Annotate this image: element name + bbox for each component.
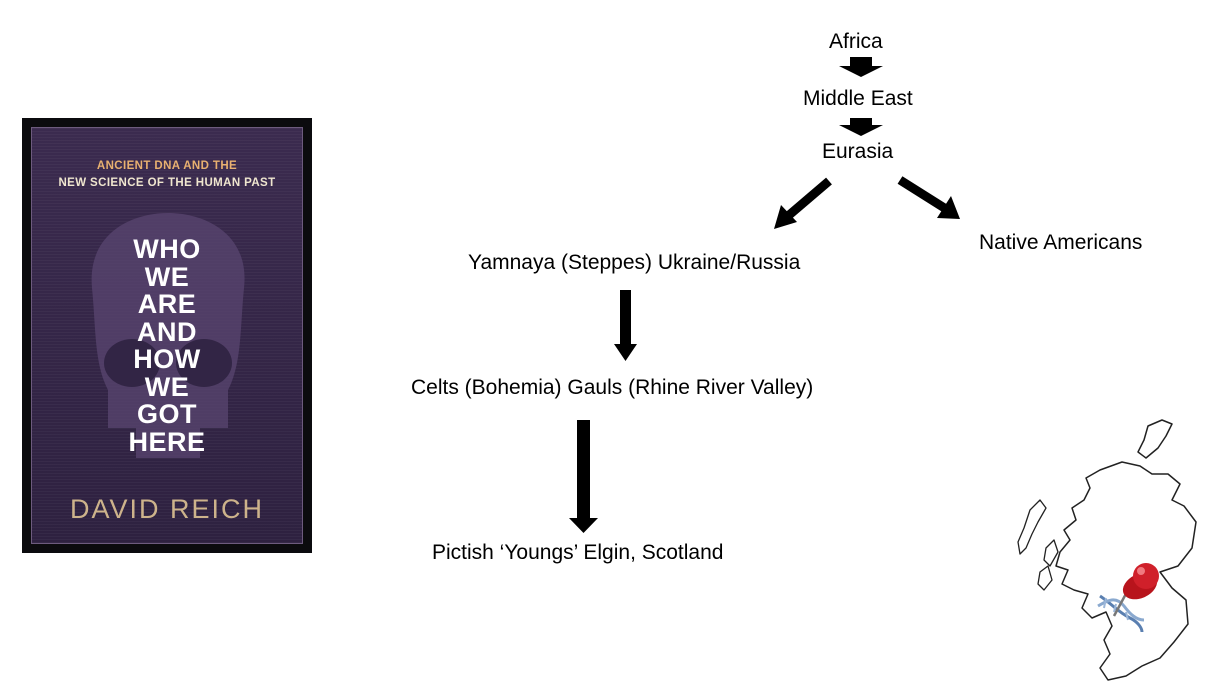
arrow-middle-east-eurasia [839,118,883,136]
book-title-line: GOT [137,399,197,429]
map-pin-icon [1112,563,1159,617]
dna-icon [1097,594,1145,633]
node-middle-east: Middle East [803,87,913,110]
node-africa: Africa [829,30,883,53]
arrow-africa-middle-east [839,57,883,77]
scotland-west-isles [1017,499,1059,591]
arrow-celts-pictish [569,420,598,533]
book-title-line: WHO [133,234,201,264]
book-cover-inner: ANCIENT DNA AND THE NEW SCIENCE OF THE H… [31,127,303,544]
book-subtitle: ANCIENT DNA AND THE NEW SCIENCE OF THE H… [32,158,302,192]
arrow-eurasia-yamnaya [774,177,832,229]
book-subtitle-line1: ANCIENT DNA AND THE [96,160,238,172]
book-title-line: HERE [128,426,206,457]
book-title-line: AND [137,316,197,347]
book-author: DAVID REICH [69,494,265,524]
node-celts-gauls: Celts (Bohemia) Gauls (Rhine River Valle… [411,376,814,399]
book-title-line: ARE [137,289,197,319]
scotland-outline [1055,419,1197,681]
arrow-yamnaya-celts [614,290,637,361]
node-pictish-youngs: Pictish ‘Youngs’ Elgin, Scotland [432,541,724,564]
book-title-line: WE [144,371,190,402]
book-title-line: HOW [133,344,201,374]
book-subtitle-line2: NEW SCIENCE OF THE HUMAN PAST [58,177,276,189]
book-title: WHO WE ARE AND HOW WE GOT HERE [32,234,302,457]
skull-silhouette [91,213,245,458]
node-eurasia: Eurasia [822,140,894,163]
node-native-americans: Native Americans [979,231,1143,254]
node-yamnaya: Yamnaya (Steppes) Ukraine/Russia [468,251,801,274]
book-cover: ANCIENT DNA AND THE NEW SCIENCE OF THE H… [22,118,312,553]
arrow-eurasia-native-americans [897,176,960,219]
book-title-line: WE [144,261,190,292]
